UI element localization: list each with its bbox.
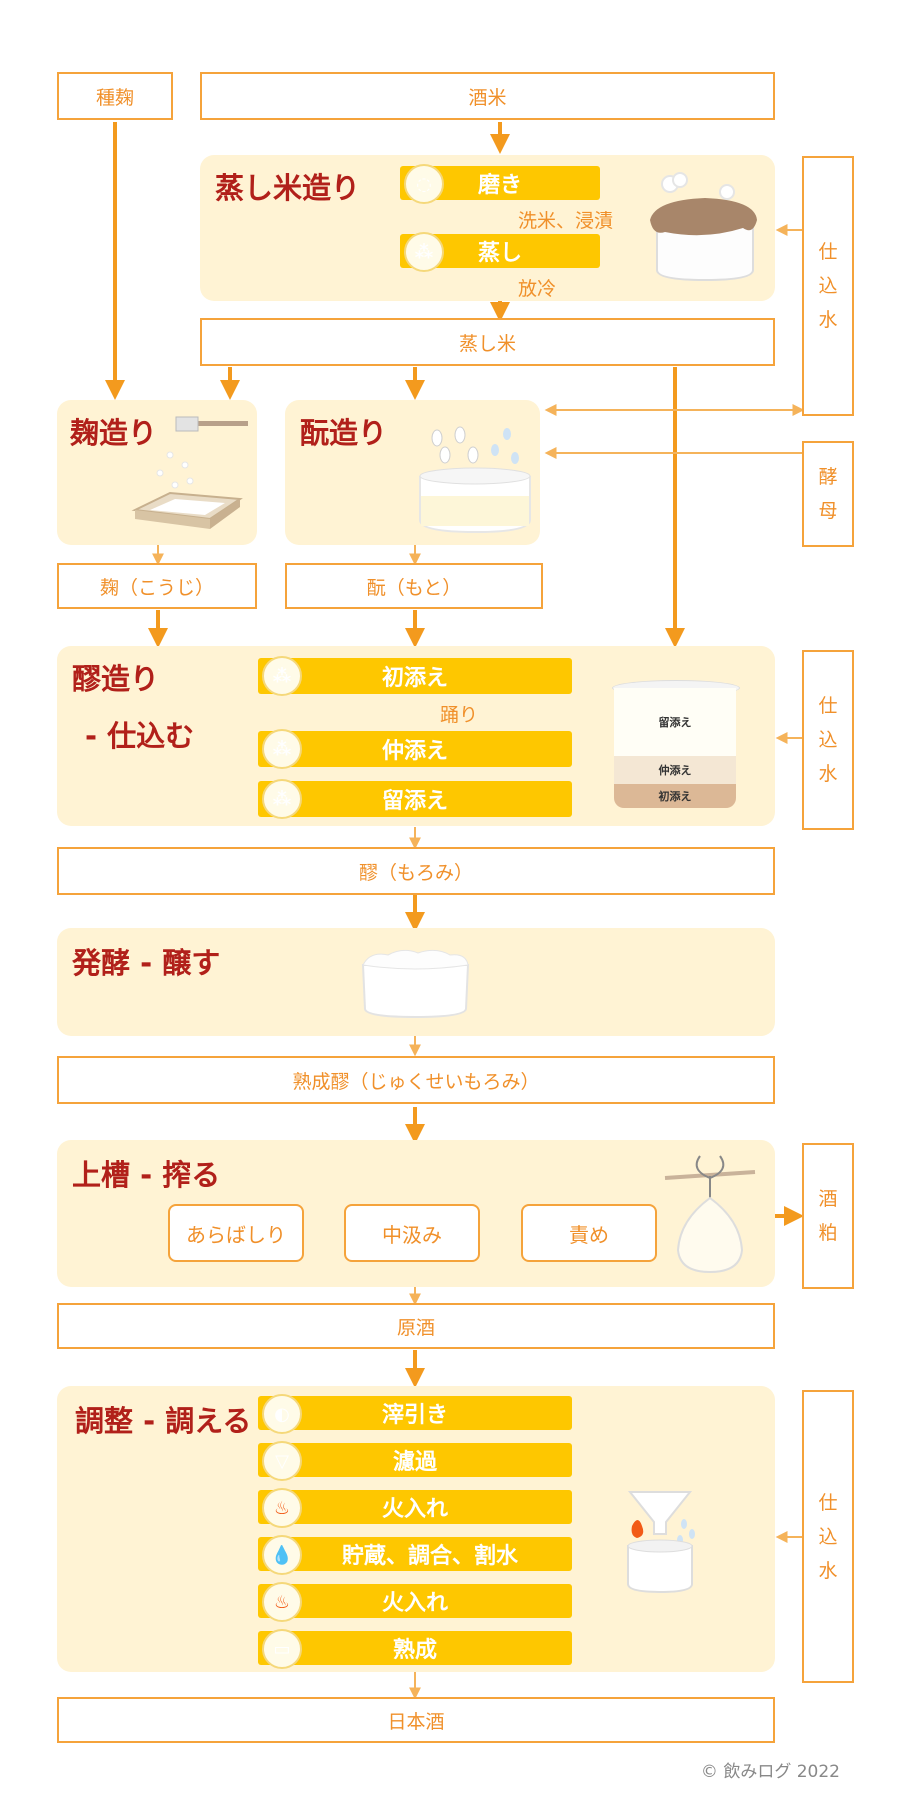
option-seme: 責め: [521, 1204, 657, 1262]
shikomimizu-char: 水: [818, 309, 838, 331]
step-tomezoe: ⁂ 留添え: [258, 779, 572, 819]
step-mushi: ⁂ 蒸し: [400, 232, 600, 272]
step-label: 貯蔵、調合、割水: [341, 1544, 518, 1569]
step-hiire-2: ♨ 火入れ: [258, 1582, 572, 1622]
jukusei-moromi-box: 熟成醪（じゅくせいもろみ）: [57, 1056, 775, 1104]
water-drop-icon: 💧: [262, 1535, 302, 1575]
josou-panel-title: 上槽 - 搾る: [72, 1158, 221, 1192]
moromi-panel-subtitle: - 仕込む: [85, 719, 195, 753]
rice-water-icon: ⁂: [262, 729, 302, 769]
shukoji-box: 種麹: [57, 72, 173, 120]
copyright: © 飲みログ 2022: [700, 1762, 840, 1782]
koji-panel-title: 麹造り: [70, 416, 158, 450]
shikomimizu-char: 水: [818, 763, 838, 785]
shikomimizu-char: 仕: [818, 1491, 838, 1514]
nihonshu-box: 日本酒: [57, 1697, 775, 1743]
koji-tray-illustration: [131, 416, 248, 529]
rice-grain-icon: ◌: [404, 164, 444, 204]
sake-bag-illustration: [664, 1155, 756, 1274]
shikomimizu-box-2: 仕 込 水: [802, 650, 854, 830]
chousei-panel-title: 調整 - 調える: [75, 1404, 252, 1438]
step-label: 留添え: [381, 789, 448, 814]
shikomimizu-char: 仕: [818, 695, 838, 717]
step-hiire-1: ♨ 火入れ: [258, 1488, 572, 1528]
note-senmai: 洗米、浸漬: [518, 210, 614, 232]
hakko-panel-title: 発酵 - 醸す: [72, 946, 221, 980]
step-label: 火入れ: [381, 1591, 448, 1616]
adjust-tank-illustration: [627, 1491, 695, 1594]
shikomimizu-char: 込: [818, 1525, 838, 1548]
shikomimizu-char: 仕: [818, 241, 838, 263]
fire-icon: ♨: [262, 1582, 302, 1622]
kobo-box: 酵 母: [802, 441, 854, 547]
funnel-icon: ▽: [262, 1441, 302, 1481]
shikomimizu-box-1: 仕 込 水: [802, 156, 854, 416]
step-migaki: ◌ 磨き: [400, 164, 600, 204]
tank-label-hatsuzoe: 初添え: [614, 784, 736, 808]
sakekasu-box: 酒 粕: [802, 1143, 854, 1289]
rice-water-icon: ⁂: [262, 656, 302, 696]
step-label: 蒸し: [477, 241, 522, 266]
option-nakadori: 中汲み: [344, 1204, 480, 1262]
step-label: 熟成: [392, 1638, 437, 1663]
tank-label-tomezoe: 留添え: [614, 688, 736, 756]
step-roka: ▽ 濾過: [258, 1441, 572, 1481]
shikomimizu-box-3: 仕 込 水: [802, 1390, 854, 1683]
note-odori: 踊り: [440, 704, 479, 726]
moromi-panel-title: 醪造り: [72, 662, 160, 696]
step-jukusei: ▭ 熟成: [258, 1629, 572, 1669]
moto-panel-title: 酛造り: [300, 416, 388, 450]
koji-box: 麹（こうじ）: [57, 563, 257, 609]
rice-icon: ⁂: [404, 232, 444, 272]
steamer-illustration: [650, 172, 757, 282]
shikomimizu-char: 込: [818, 275, 838, 297]
step-chozo: 💧 貯蔵、調合、割水: [258, 1535, 572, 1575]
rice-water-icon: ⁂: [262, 779, 302, 819]
shikomimizu-char: 水: [818, 1559, 838, 1582]
shikomimizu-char: 込: [818, 729, 838, 751]
fermenting-tank-illustration: [361, 949, 470, 1019]
step-label: 滓引き: [381, 1403, 448, 1428]
step-hatsuzoe: ⁂ 初添え: [258, 656, 572, 696]
moto-tank-illustration: [419, 426, 531, 534]
mushimai-panel-title: 蒸し米造り: [215, 171, 361, 205]
step-oribiki: ◐ 滓引き: [258, 1394, 572, 1434]
step-label: 磨き: [477, 173, 522, 198]
moto-box: 酛（もと）: [285, 563, 543, 609]
kobo-char: 母: [818, 500, 838, 522]
moromi-box: 醪（もろみ）: [57, 847, 775, 895]
sakekasu-char: 酒: [818, 1188, 838, 1210]
moromi-tank: 留添え 仲添え 初添え: [612, 680, 740, 812]
step-label: 濾過: [392, 1450, 437, 1475]
sakamai-box: 酒米: [200, 72, 775, 120]
step-nakazoe: ⁂ 仲添え: [258, 729, 572, 769]
fire-icon: ♨: [262, 1488, 302, 1528]
step-label: 初添え: [381, 666, 448, 691]
mushimai-box: 蒸し米: [200, 318, 775, 366]
step-label: 火入れ: [381, 1497, 448, 1522]
option-arabashiri: あらばしり: [168, 1204, 304, 1262]
tank-label-nakazoe: 仲添え: [614, 756, 736, 784]
kobo-char: 酵: [818, 466, 838, 488]
sediment-icon: ◐: [262, 1394, 302, 1434]
tank-icon: ▭: [262, 1629, 302, 1669]
genshu-box: 原酒: [57, 1303, 775, 1349]
step-label: 仲添え: [381, 739, 448, 764]
note-horei: 放冷: [518, 278, 557, 300]
sakekasu-char: 粕: [818, 1222, 838, 1244]
